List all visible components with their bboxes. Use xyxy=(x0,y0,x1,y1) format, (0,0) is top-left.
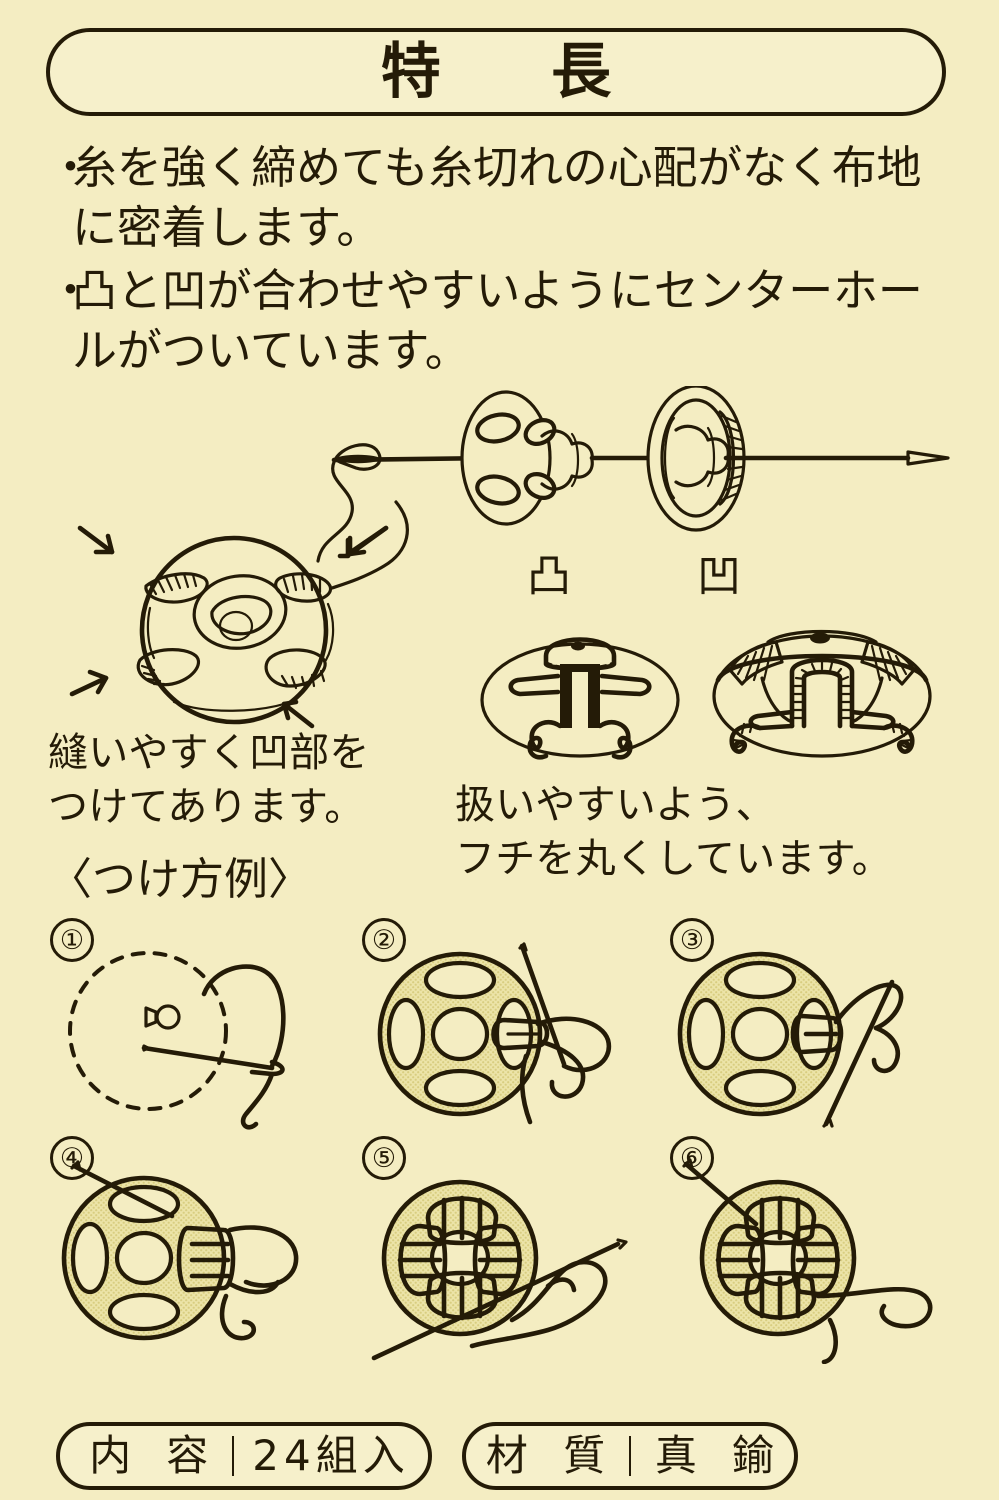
step-1-illustration xyxy=(68,951,286,1130)
spec-material-key: 材 質 xyxy=(485,1431,616,1480)
bullet-marker: ・ xyxy=(48,263,93,317)
step-number: ⑤ xyxy=(362,1136,406,1180)
step-6: ⑥ xyxy=(660,1134,970,1364)
page-title: 特 長 xyxy=(380,37,637,107)
step-number: ② xyxy=(362,918,406,962)
spec-contents-box: 内 容 24組入 xyxy=(56,1422,432,1490)
step-number: ① xyxy=(50,918,94,962)
spec-divider xyxy=(629,1436,631,1476)
feature-text: 凸と凹が合わせやすいようにセンターホールがついています。 xyxy=(72,263,923,377)
spec-material-value: 真 鍮 xyxy=(654,1431,786,1480)
caption-rounded-edge: 扱いやすいよう、 フチを丸くしています。 xyxy=(455,778,955,887)
spec-material-box: 材 質 真 鍮 xyxy=(462,1422,798,1490)
step-3-illustration xyxy=(677,951,904,1128)
header-title-box: 特 長 xyxy=(46,28,946,116)
spec-divider xyxy=(232,1436,235,1476)
needle-and-snap-parts-diagram xyxy=(316,386,950,563)
spec-contents-value: 24組入 xyxy=(252,1431,410,1480)
step-4-illustration xyxy=(61,1160,299,1341)
spec-material-inner: 材 質 真 鍮 xyxy=(475,1435,785,1477)
step-2: ② xyxy=(352,916,662,1134)
feature-item: ・ 糸を強く締めても糸切れの心配がなく布地に密着します。 xyxy=(48,138,953,259)
step-2-illustration xyxy=(377,942,612,1125)
spec-contents-inner: 内 容 24組入 xyxy=(78,1435,410,1477)
feature-item: ・ 凸と凹が合わせやすいようにセンターホールがついています。 xyxy=(48,261,953,382)
label-concave-female: 凹 xyxy=(697,551,741,602)
caption-recess: 縫いやすく凹部を つけてあります。 xyxy=(48,726,478,835)
howto-heading: 〈つけ方例〉 xyxy=(48,854,312,905)
cross-section-rounded-edge-diagram xyxy=(480,629,932,760)
step-5-illustration xyxy=(371,1179,628,1361)
bullet-marker: ・ xyxy=(48,141,93,194)
caption-recess-line1: 縫いやすく凹部を つけてあります。 xyxy=(48,730,370,831)
step-3: ③ xyxy=(660,916,970,1134)
step-4: ④ xyxy=(40,1134,350,1352)
feature-text: 糸を強く締めても糸切れの心配がなく布地に密着します。 xyxy=(72,141,922,255)
label-convex-male: 凸 xyxy=(527,551,571,602)
step-number: ③ xyxy=(670,918,714,962)
step-5: ⑤ xyxy=(352,1134,662,1361)
spec-contents-key: 内 容 xyxy=(89,1431,220,1480)
step-6-illustration xyxy=(682,1158,933,1364)
step-1: ① xyxy=(40,916,350,1134)
feature-list: ・ 糸を強く締めても糸切れの心配がなく布地に密着します。 ・ 凸と凹が合わせやす… xyxy=(48,138,953,383)
caption-rounded-edge-line1: 扱いやすいよう、 フチを丸くしています。 xyxy=(455,782,892,883)
step-number: ⑥ xyxy=(670,1136,714,1180)
recess-detail-diagram xyxy=(69,500,409,729)
